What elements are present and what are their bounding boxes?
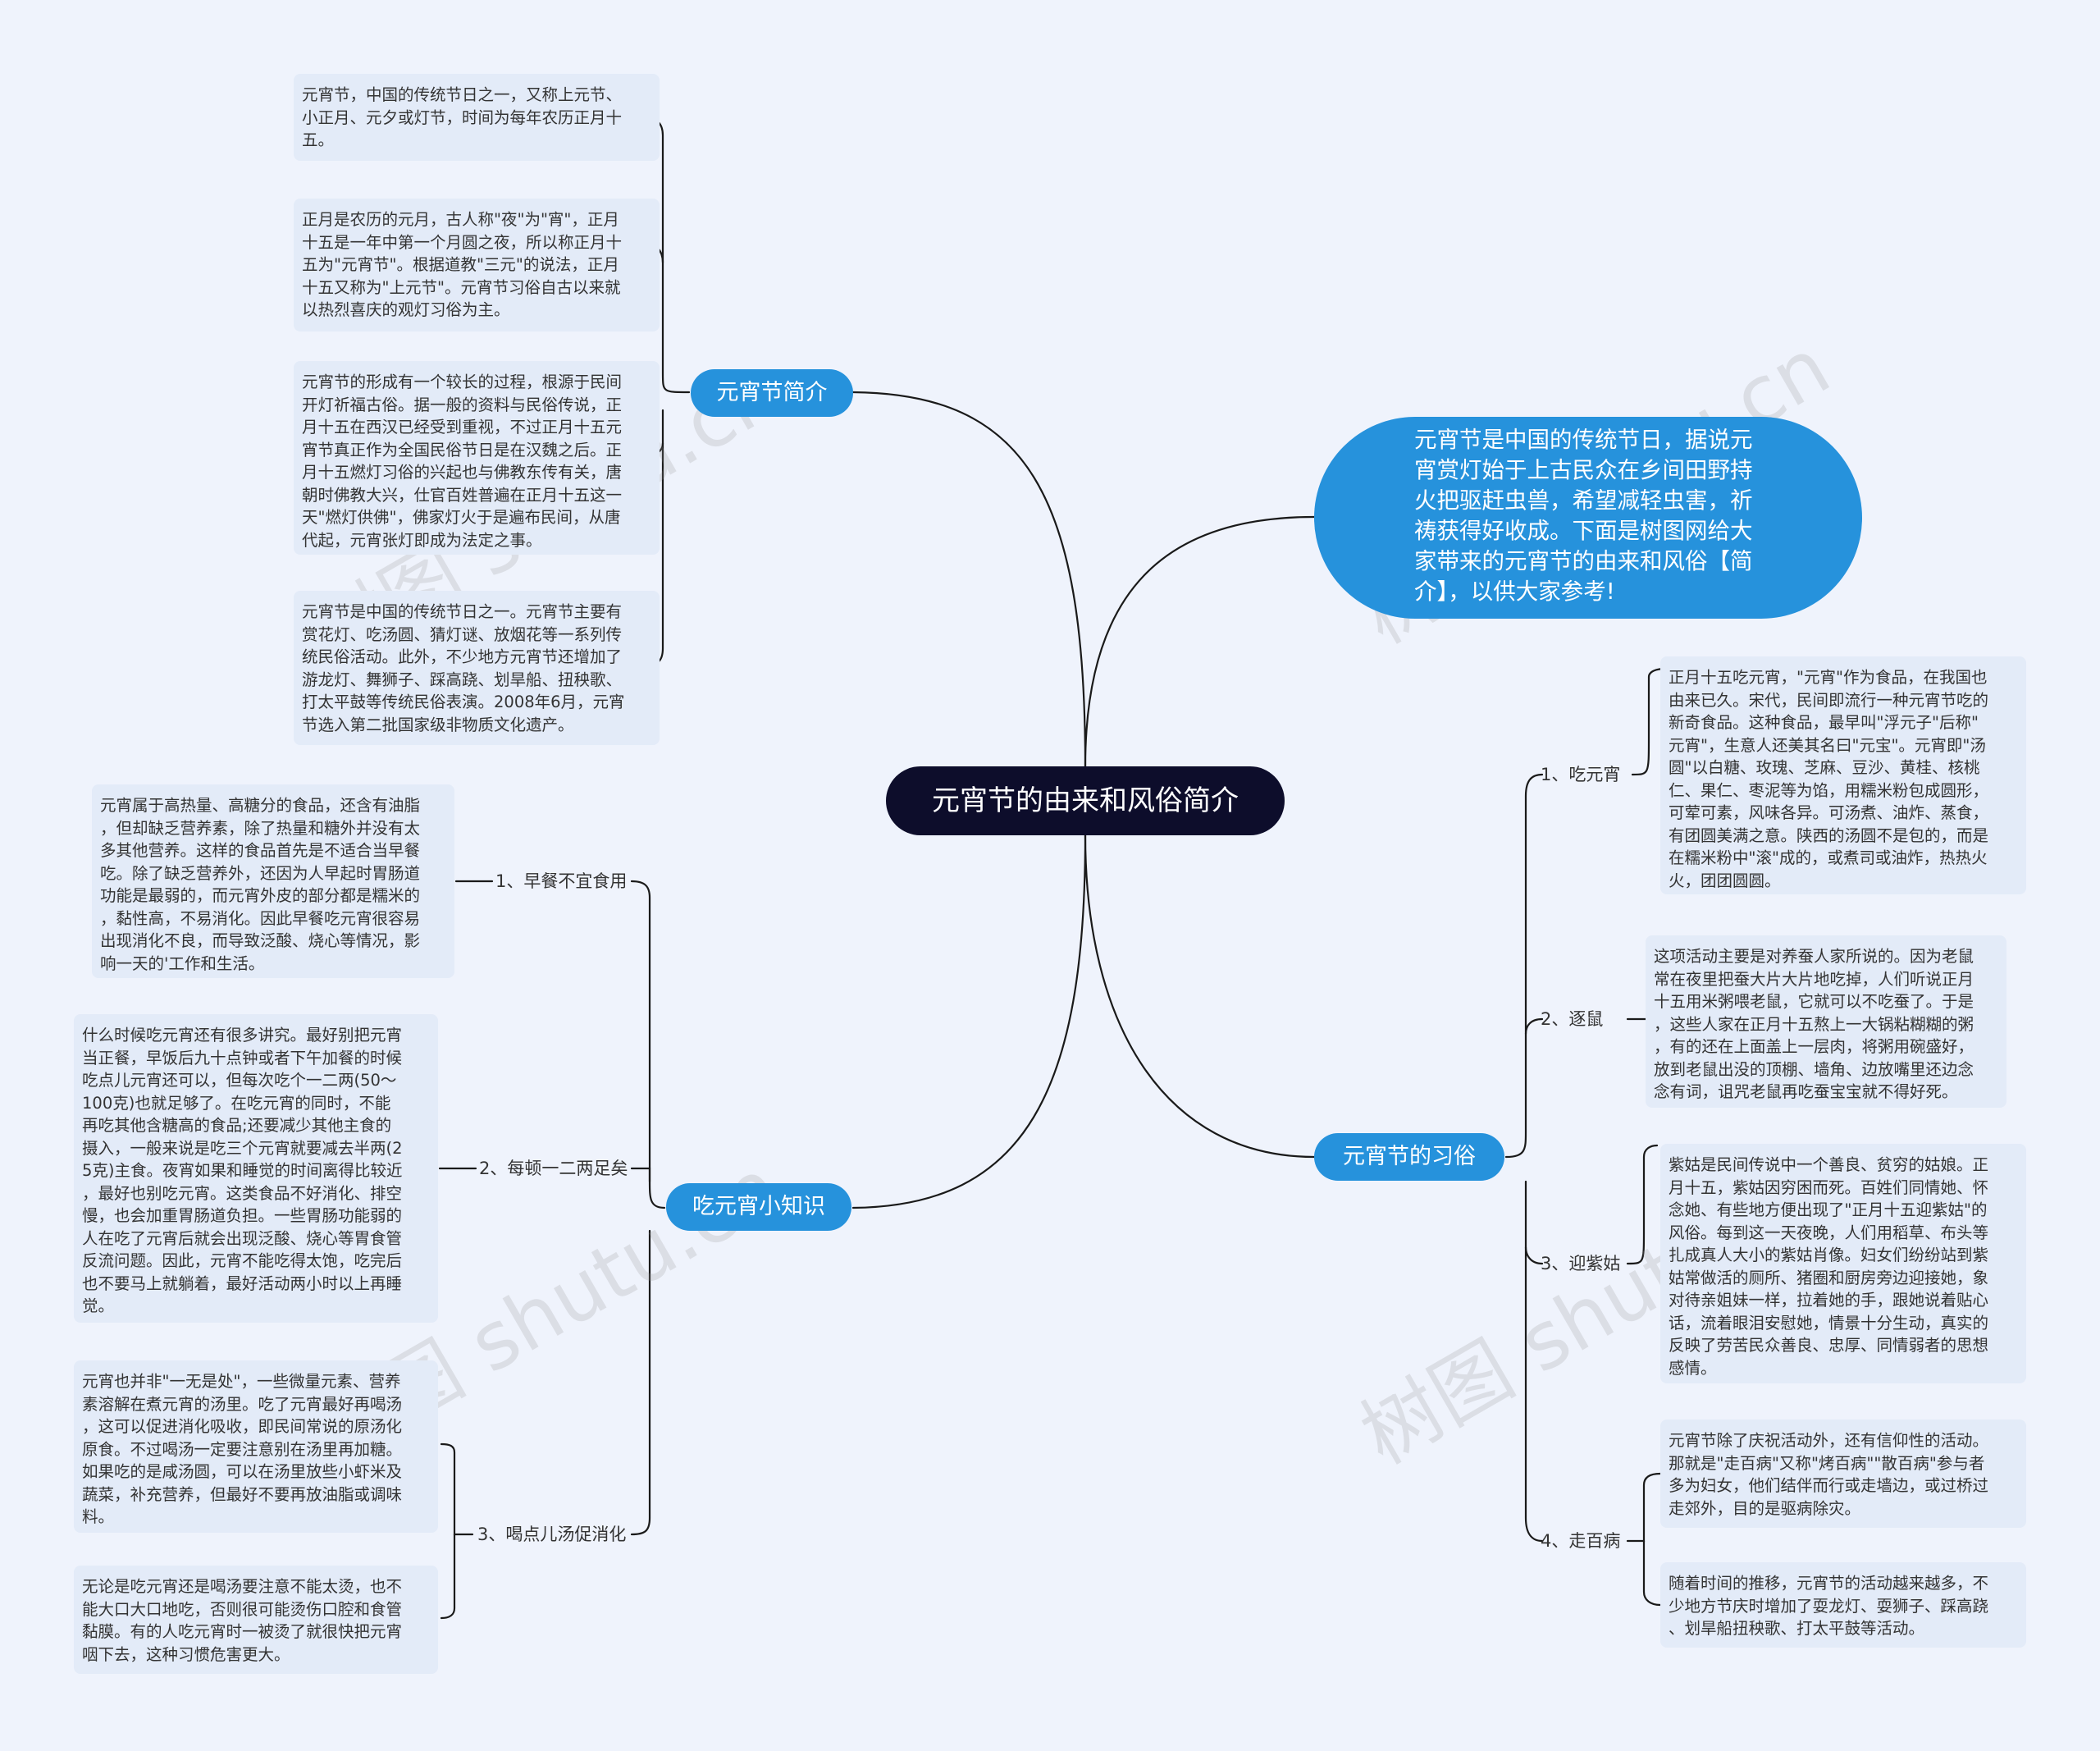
note-customs-3[interactable]: 紫姑是民间传说中一个善良、贫穷的姑娘。正 月十五，紫姑因穷困而死。百姓们同情她、… xyxy=(1660,1144,2026,1383)
note-tips-3a[interactable]: 元宵也并非"一无是处"，一些微量元素、营养 素溶解在煮元宵的汤里。吃了元宵最好再… xyxy=(74,1360,438,1533)
note-intro-4[interactable]: 元宵节是中国的传统节日之一。元宵节主要有 赏花灯、吃汤圆、猜灯谜、放烟花等一系列… xyxy=(294,591,660,745)
intro-summary[interactable]: 元宵节是中国的传统节日，据说元 宵赏灯始于上古民众在乡间田野持 火把驱赶虫兽，希… xyxy=(1314,417,1862,619)
note-customs-1[interactable]: 正月十五吃元宵，"元宵"作为食品，在我国也 由来已久。宋代，民间即流行一种元宵节… xyxy=(1660,656,2026,894)
tips-item-1-label[interactable]: 1、早餐不宜食用 xyxy=(495,871,628,891)
note-intro-3[interactable]: 元宵节的形成有一个较长的过程，根源于民间 开灯祈福古俗。据一般的资料与民俗传说，… xyxy=(294,361,660,555)
root-topic[interactable]: 元宵节的由来和风俗简介 xyxy=(886,766,1285,835)
customs-item-4-label[interactable]: 4、走百病 xyxy=(1541,1531,1621,1551)
note-intro-2[interactable]: 正月是农历的元月，古人称"夜"为"宵"，正月 十五是一年中第一个月圆之夜，所以称… xyxy=(294,199,660,331)
note-tips-1[interactable]: 元宵属于高热量、高糖分的食品，还含有油脂 ，但却缺乏营养素，除了热量和糖外并没有… xyxy=(92,784,454,978)
note-tips-3b[interactable]: 无论是吃元宵还是喝汤要注意不能太烫，也不 能大口大口地吃，否则很可能烫伤口腔和食… xyxy=(74,1566,438,1674)
note-customs-4a[interactable]: 元宵节除了庆祝活动外，还有信仰性的活动。 那就是"走百病"又称"烤百病""散百病… xyxy=(1660,1420,2026,1528)
tips-item-2-label[interactable]: 2、每顿一二两足矣 xyxy=(479,1159,628,1178)
tips-item-3-label[interactable]: 3、喝点儿汤促消化 xyxy=(477,1525,627,1544)
note-intro-1[interactable]: 元宵节，中国的传统节日之一，又称上元节、 小正月、元夕或灯节，时间为每年农历正月… xyxy=(294,74,660,161)
customs-item-3-label[interactable]: 3、迎紫姑 xyxy=(1541,1254,1621,1273)
customs-item-2-label[interactable]: 2、逐鼠 xyxy=(1541,1009,1604,1029)
branch-eating-tips[interactable]: 吃元宵小知识 xyxy=(666,1183,851,1231)
customs-item-1-label[interactable]: 1、吃元宵 xyxy=(1541,765,1621,784)
note-customs-2[interactable]: 这项活动主要是对养蚕人家所说的。因为老鼠 常在夜里把蚕大片大片地吃掉，人们听说正… xyxy=(1646,935,2006,1108)
branch-yuanxiao-intro[interactable]: 元宵节简介 xyxy=(691,369,853,417)
branch-customs[interactable]: 元宵节的习俗 xyxy=(1314,1133,1504,1181)
note-customs-4b[interactable]: 随着时间的推移，元宵节的活动越来越多，不 少地方节庆时增加了耍龙灯、耍狮子、踩高… xyxy=(1660,1562,2026,1648)
note-tips-2[interactable]: 什么时候吃元宵还有很多讲究。最好别把元宵 当正餐，早饭后九十点钟或者下午加餐的时… xyxy=(74,1014,438,1323)
